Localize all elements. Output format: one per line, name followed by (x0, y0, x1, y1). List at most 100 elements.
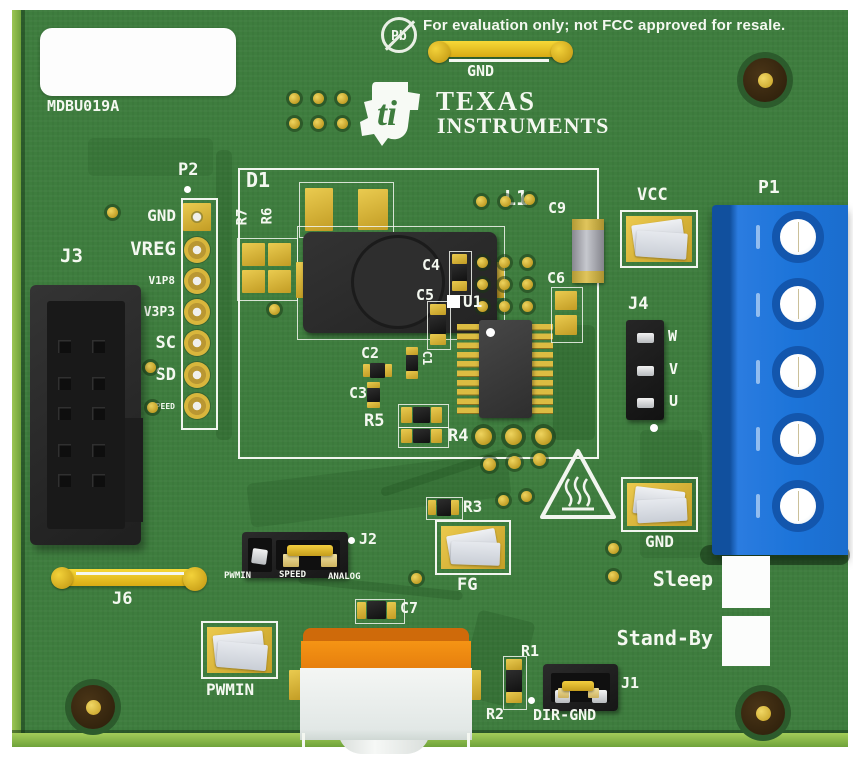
pin (637, 366, 654, 376)
via (477, 279, 488, 290)
pin (251, 548, 268, 565)
via (476, 196, 487, 207)
c5-label: C5 (416, 286, 435, 304)
pin1-dot (486, 328, 495, 337)
d1-label: D1 (246, 168, 271, 192)
pin (92, 444, 105, 457)
pin (92, 474, 105, 487)
via (499, 279, 510, 290)
terminal-screw (772, 413, 824, 465)
pin (58, 407, 71, 420)
gnd-loop-label: GND (467, 62, 495, 80)
pad (242, 243, 265, 266)
terminal-mark (756, 494, 760, 518)
via (524, 194, 535, 205)
via (147, 402, 158, 413)
via (608, 571, 619, 582)
board-edge-bottom (12, 733, 848, 747)
r7-label: R7 (234, 208, 251, 226)
pad (268, 270, 291, 293)
j6-label: J6 (112, 589, 133, 609)
jumper-shunt (562, 681, 594, 691)
j2-option-label: SPEED (279, 570, 307, 580)
via (313, 118, 324, 129)
p2-pin-label: SC (155, 333, 176, 353)
brand-line1: TEXAS (436, 86, 537, 116)
terminal-mark (756, 293, 760, 317)
via (145, 362, 156, 373)
c1-label: C1 (420, 350, 435, 366)
c2-capacitor (370, 363, 385, 378)
j2-option-label: ANALOG (328, 572, 361, 582)
p1-label: P1 (758, 177, 780, 198)
j3-label: J3 (60, 245, 83, 267)
c1-capacitor (406, 355, 418, 371)
l1-pad (296, 262, 305, 298)
p2-pin-pad (184, 362, 210, 388)
j4-pin-label: U (669, 392, 679, 410)
j2-label: J2 (359, 530, 378, 548)
p2-pin-label: V3P3 (143, 305, 175, 320)
c9-capacitor (572, 219, 604, 283)
terminal-screw (772, 278, 824, 330)
via (289, 118, 300, 129)
via (475, 428, 492, 445)
c4-capacitor (452, 264, 467, 281)
via (107, 207, 118, 218)
pin (58, 340, 71, 353)
c5-capacitor (430, 315, 446, 334)
p2-pin-label: GND (147, 206, 176, 225)
p2-label: P2 (178, 160, 199, 180)
svg-text:ti: ti (377, 93, 397, 133)
jumper-shunt (287, 545, 333, 556)
p2-pin-pad (184, 299, 210, 325)
vcc-label: VCC (637, 185, 668, 205)
terminal-mark (756, 360, 760, 384)
c7-capacitor (367, 601, 386, 619)
pin (92, 340, 105, 353)
hot-surface-icon (540, 449, 616, 519)
c7-label: C7 (400, 599, 419, 617)
pwmin-label: PWMIN (206, 680, 255, 699)
jumper-shunt (321, 554, 337, 567)
j2-jumper (242, 532, 348, 578)
via (521, 491, 532, 502)
u1-label: U1 (463, 292, 483, 311)
c4-label: C4 (422, 256, 441, 274)
via (505, 428, 522, 445)
sleep-box (722, 556, 770, 608)
c3-capacitor (367, 388, 380, 402)
board-edge-left (12, 10, 21, 747)
p2-pin-label: SD (155, 365, 176, 385)
r5-resistor (413, 407, 430, 423)
via (522, 301, 533, 312)
mounting-hole (65, 679, 121, 735)
r6-label: R6 (259, 207, 276, 225)
p2-pin-label: V1P8 (148, 274, 176, 287)
standby-box (722, 616, 770, 666)
j2-option-label: PWMIN (224, 571, 252, 581)
j1-caption: DIR-GND (533, 706, 597, 724)
trace (216, 150, 232, 440)
pin (92, 377, 105, 390)
gnd-test-point (621, 477, 698, 532)
terminal-screw (772, 346, 824, 398)
via (289, 93, 300, 104)
c7-outline (355, 599, 405, 624)
silkscreen-square (447, 295, 460, 308)
r1-label: R1 (521, 642, 540, 660)
via (608, 543, 619, 554)
jumper-shunt (283, 554, 299, 567)
pin (637, 333, 654, 343)
j4-header (626, 320, 664, 420)
pin (637, 398, 654, 408)
r2-label: R2 (486, 705, 505, 723)
via (313, 93, 324, 104)
c9-label: C9 (548, 199, 567, 217)
fg-test-point (435, 520, 511, 575)
pot-top (303, 628, 469, 642)
j3-connector (30, 285, 143, 545)
c3-label: C3 (349, 384, 368, 402)
p2-pin-pad (184, 237, 210, 263)
